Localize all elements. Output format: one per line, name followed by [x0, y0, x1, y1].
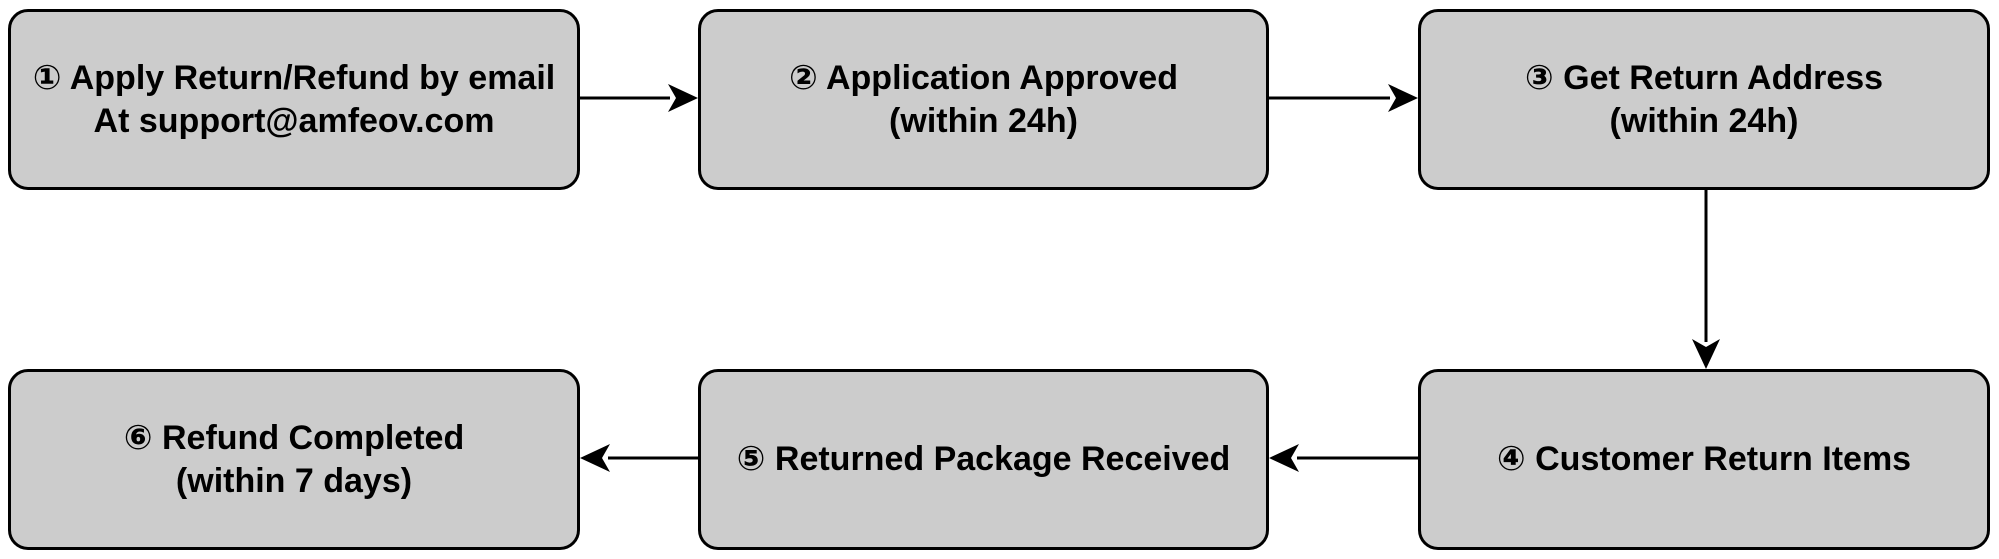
arrow-step-5-to-step-6 — [580, 444, 698, 472]
arrow-step-2-to-step-3 — [1269, 84, 1418, 112]
step-2-application-approved-box: ② Application Approved (within 24h) — [698, 9, 1269, 190]
step-1-email: At support@amfeov.com — [93, 101, 495, 140]
step-5-title: ⑤ Returned Package Received — [736, 440, 1231, 478]
step-6-timing: (within 7 days) — [175, 461, 413, 500]
arrow-step-3-to-step-4 — [1692, 190, 1720, 369]
arrow-step-1-to-step-2 — [580, 84, 698, 112]
step-2-title: ② Application Approved — [789, 58, 1178, 97]
step-2-timing: (within 24h) — [889, 101, 1078, 140]
arrow-step-4-to-step-5 — [1269, 444, 1418, 472]
step-4-title: ④ Customer Return Items — [1496, 440, 1912, 478]
step-4-customer-return-items-box: ④ Customer Return Items — [1418, 369, 1990, 550]
step-6-refund-completed-box: ⑥ Refund Completed (within 7 days) — [8, 369, 580, 550]
step-5-package-received-box: ⑤ Returned Package Received — [698, 369, 1269, 550]
step-3-timing: (within 24h) — [1609, 101, 1799, 140]
step-1-apply-return-box: ① Apply Return/Refund by email At suppor… — [8, 9, 580, 190]
step-3-title: ③ Get Return Address — [1524, 58, 1884, 97]
step-6-title: ⑥ Refund Completed — [123, 418, 465, 457]
step-1-title: ① Apply Return/Refund by email — [32, 58, 556, 97]
step-3-get-return-address-box: ③ Get Return Address (within 24h) — [1418, 9, 1990, 190]
